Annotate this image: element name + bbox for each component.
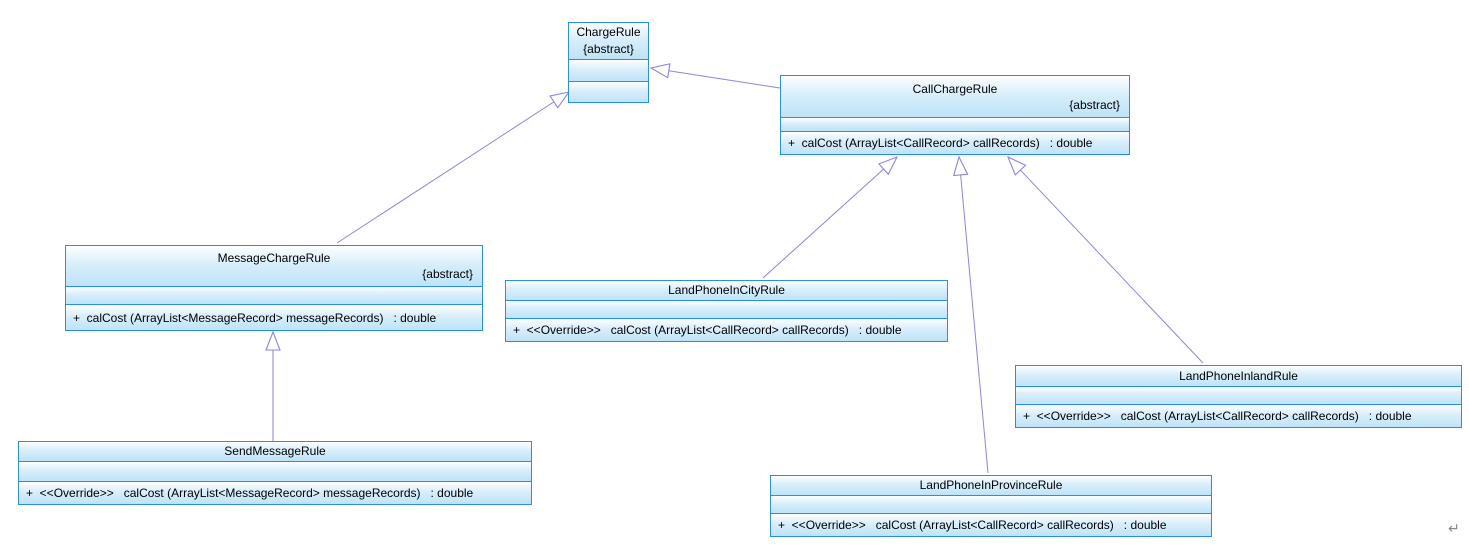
class-name: ChargeRule	[576, 25, 641, 39]
class-chargerule[interactable]: ChargeRule {abstract}	[568, 22, 649, 103]
class-name: LandPhoneInCityRule	[668, 283, 785, 297]
edge-callchargerule-to-chargerule[interactable]	[651, 68, 781, 89]
class-landphoneinprovincerule[interactable]: LandPhoneInProvinceRule + <<Override>> c…	[770, 475, 1212, 537]
operation-calcost-override: + <<Override>> calCost (ArrayList<CallRe…	[513, 323, 902, 337]
class-callchargerule[interactable]: CallChargeRule {abstract} + calCost (Arr…	[780, 75, 1130, 155]
abstract-stereotype: {abstract}	[422, 267, 473, 281]
operations-compartment: + <<Override>> calCost (ArrayList<CallRe…	[1016, 404, 1461, 427]
operations-compartment: + calCost (ArrayList<MessageRecord> mess…	[66, 304, 482, 330]
class-title-compartment: CallChargeRule {abstract}	[781, 76, 1129, 117]
operation-calcost-override: + <<Override>> calCost (ArrayList<Messag…	[26, 486, 474, 500]
attributes-compartment	[19, 461, 531, 481]
abstract-stereotype: {abstract}	[1069, 97, 1120, 112]
class-sendmessagerule[interactable]: SendMessageRule + <<Override>> calCost (…	[18, 441, 532, 505]
class-title-compartment: LandPhoneInCityRule	[506, 281, 947, 300]
operation-calcost-override: + <<Override>> calCost (ArrayList<CallRe…	[778, 518, 1167, 532]
class-name: LandPhoneInProvinceRule	[919, 478, 1063, 492]
class-title-compartment: SendMessageRule	[19, 442, 531, 461]
class-title-compartment: ChargeRule {abstract}	[569, 23, 648, 59]
edge-messagechargerule-to-chargerule[interactable]	[336, 92, 569, 244]
operations-compartment	[569, 81, 648, 102]
edge-landphoneincityrule-to-callchargerule[interactable]	[762, 157, 897, 279]
operations-compartment: + calCost (ArrayList<CallRecord> callRec…	[781, 131, 1129, 154]
attributes-compartment	[569, 59, 648, 81]
operation-calcost: + calCost (ArrayList<MessageRecord> mess…	[73, 310, 437, 325]
edge-landphoneinprovincerule-to-callchargerule[interactable]	[959, 157, 989, 474]
class-name: LandPhoneInlandRule	[1179, 368, 1298, 383]
return-mark: ↵	[1448, 520, 1460, 536]
class-name: CallChargeRule	[912, 81, 998, 96]
attributes-compartment	[66, 286, 482, 304]
class-title-compartment: MessageChargeRule {abstract}	[66, 246, 482, 286]
operation-calcost-override: + <<Override>> calCost (ArrayList<CallRe…	[1023, 409, 1412, 423]
edge-landphoneinlandrule-to-callchargerule[interactable]	[1008, 157, 1204, 364]
operations-compartment: + <<Override>> calCost (ArrayList<CallRe…	[506, 318, 947, 341]
class-landphoneinlandrule[interactable]: LandPhoneInlandRule + <<Override>> calCo…	[1015, 365, 1462, 428]
attributes-compartment	[506, 300, 947, 318]
attributes-compartment	[1016, 386, 1461, 404]
class-landphoneincityrule[interactable]: LandPhoneInCityRule + <<Override>> calCo…	[505, 280, 948, 342]
class-name: MessageChargeRule	[217, 251, 331, 265]
abstract-stereotype: {abstract}	[583, 42, 634, 56]
class-messagechargerule[interactable]: MessageChargeRule {abstract} + calCost (…	[65, 245, 483, 331]
attributes-compartment	[771, 495, 1211, 513]
class-title-compartment: LandPhoneInProvinceRule	[771, 476, 1211, 495]
attributes-compartment	[781, 117, 1129, 131]
operation-calcost: + calCost (ArrayList<CallRecord> callRec…	[788, 136, 1093, 150]
operations-compartment: + <<Override>> calCost (ArrayList<CallRe…	[771, 513, 1211, 536]
class-name: SendMessageRule	[224, 444, 326, 458]
class-title-compartment: LandPhoneInlandRule	[1016, 366, 1461, 386]
operations-compartment: + <<Override>> calCost (ArrayList<Messag…	[19, 481, 531, 504]
